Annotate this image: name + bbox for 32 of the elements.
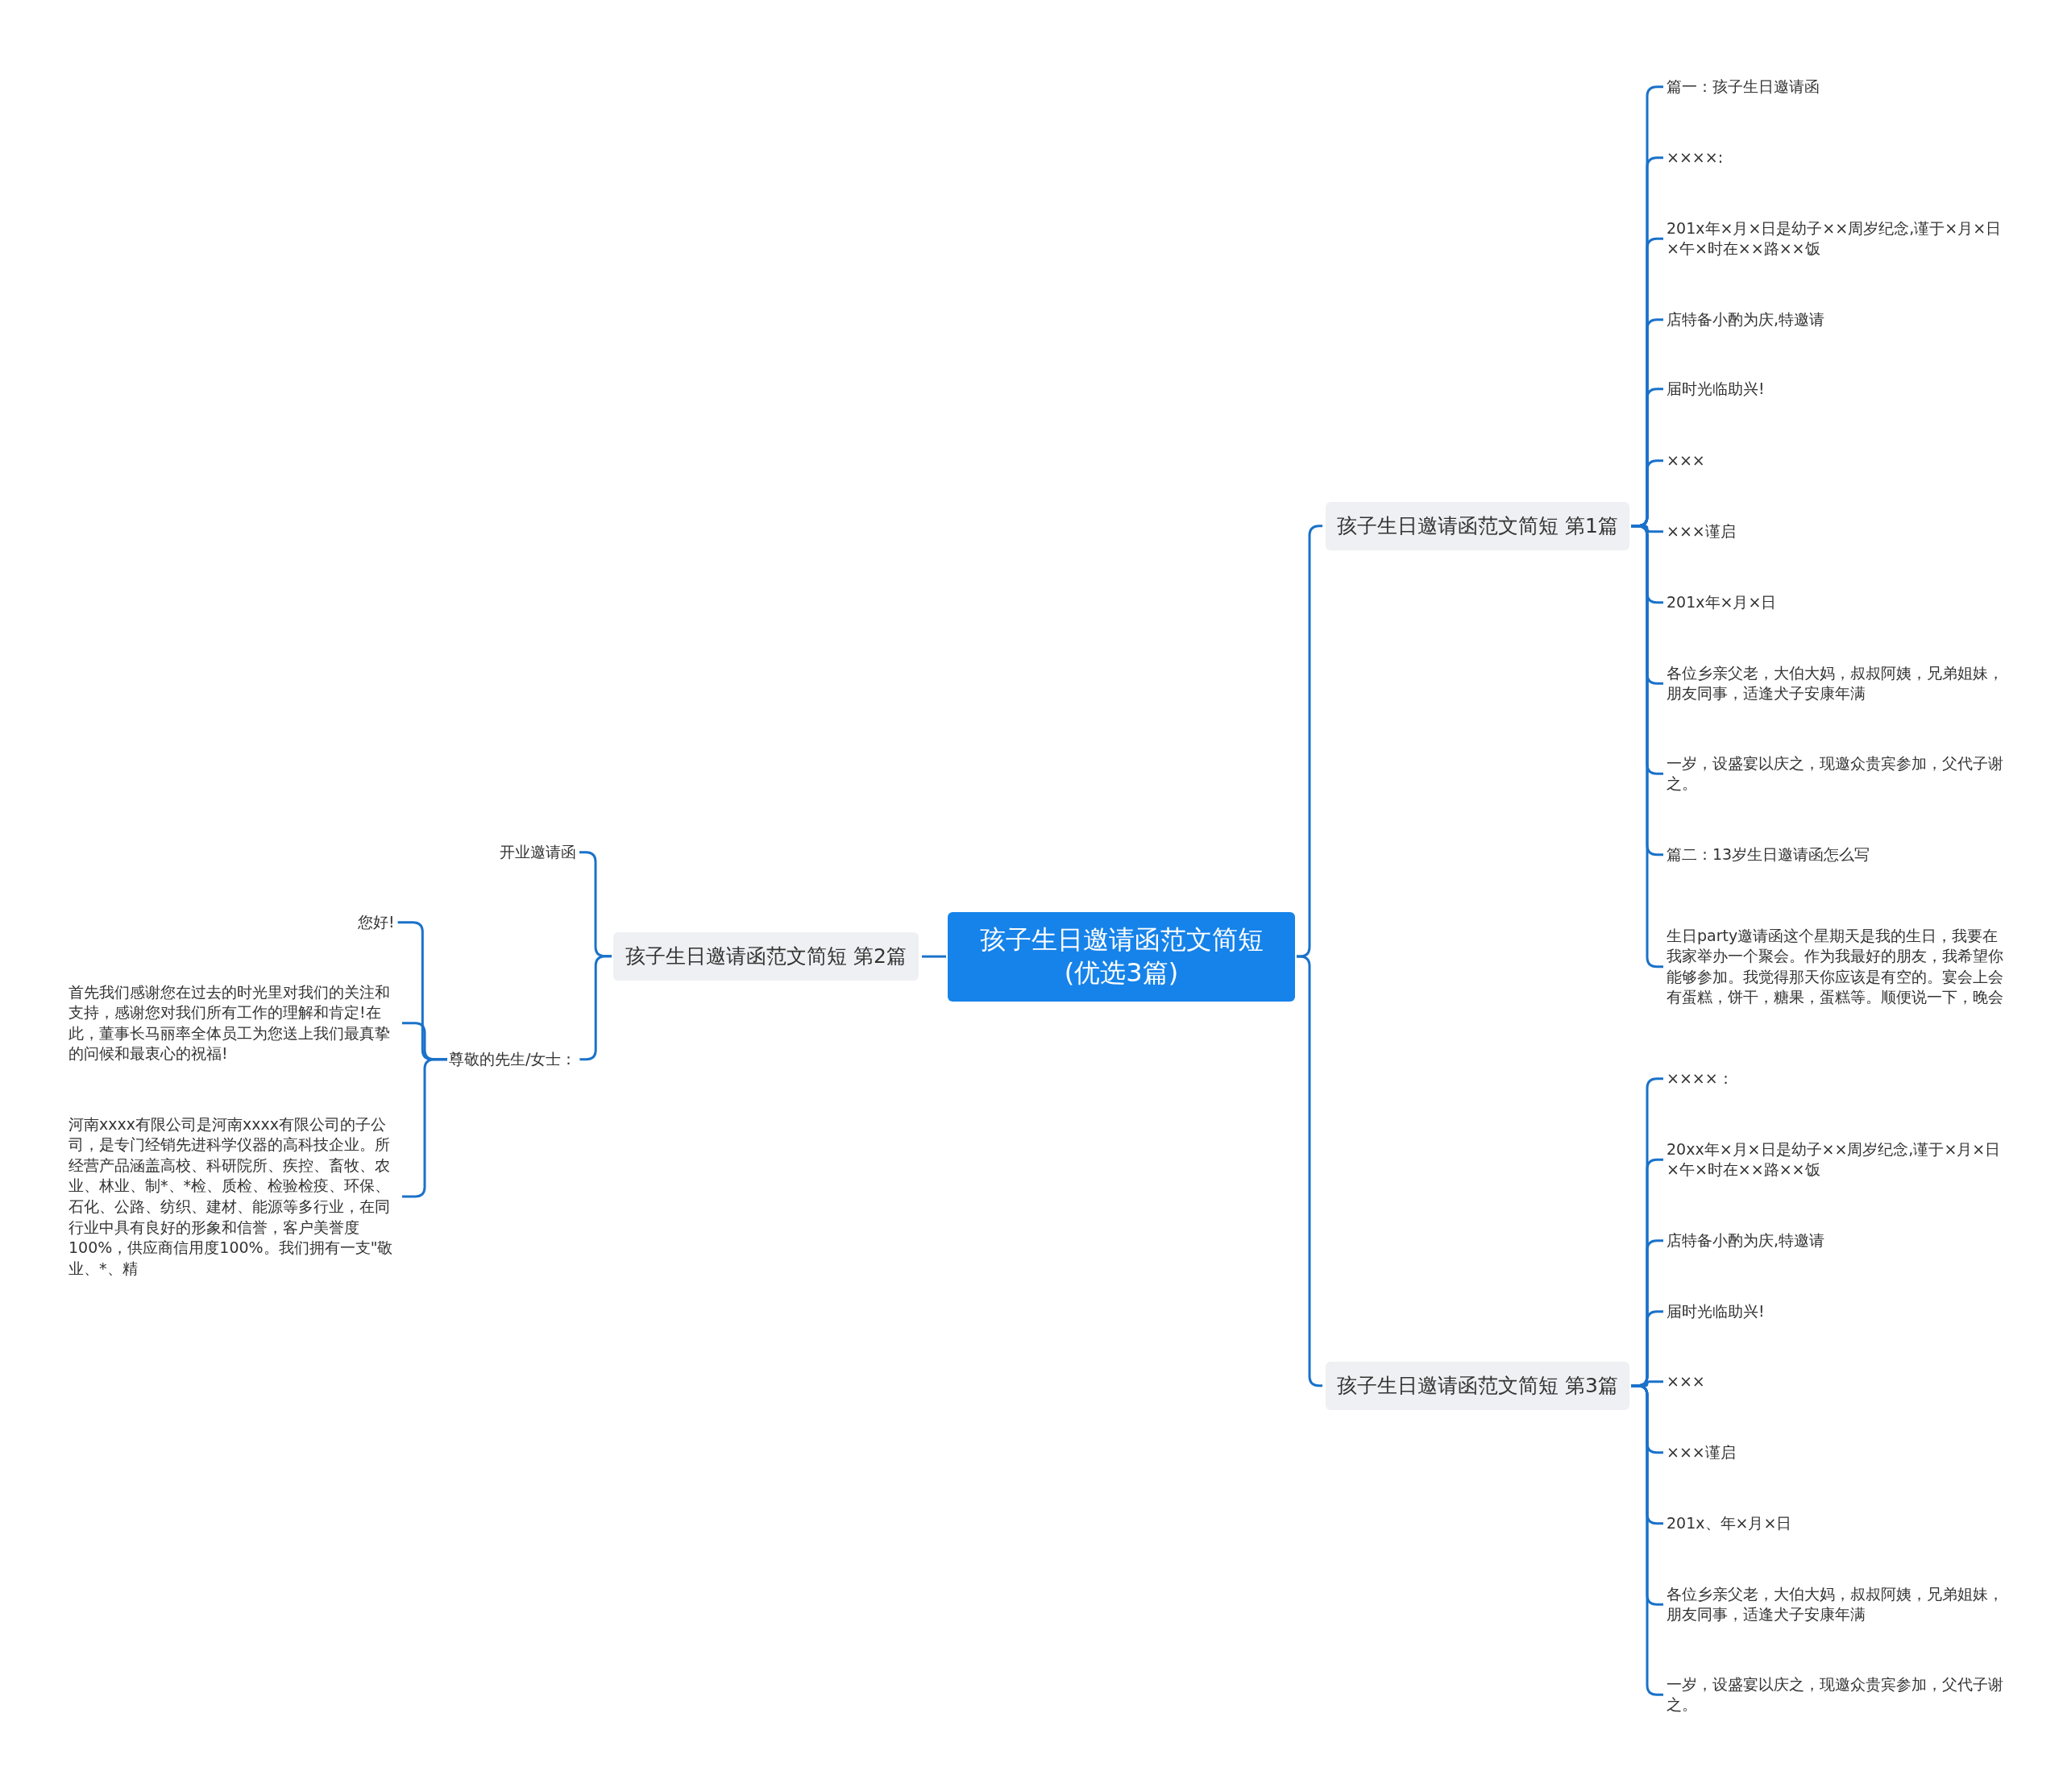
topic-text: 店特备小酌为庆,特邀请 — [1667, 309, 2005, 330]
topic-text: 届时光临助兴! — [1667, 1301, 2005, 1322]
topic-text: 各位乡亲父老，大伯大妈，叔叔阿姨，兄弟姐妹，朋友同事，适逢犬子安康年满 — [1667, 1583, 2005, 1625]
topic-text: ××× — [1667, 1371, 2005, 1392]
topic-text: 届时光临助兴! — [1667, 379, 2005, 400]
topic-text: 一岁，设盛宴以庆之，现邀众贵宾参加，父代子谢之。 — [1667, 753, 2005, 794]
topic-text: 201x、年×月×日 — [1667, 1513, 2005, 1534]
topic-text: 20xx年×月×日是幼子××周岁纪念,谨于×月×日×午×时在××路××饭 — [1667, 1139, 2005, 1180]
branch-topic: 孩子生日邀请函范文简短 第1篇 — [1326, 501, 1629, 550]
branch-topic: 孩子生日邀请函范文简短 第2篇 — [613, 931, 919, 981]
topic-text: 尊敬的先生/女士： — [449, 1049, 577, 1070]
topic-text: 开业邀请函 — [500, 842, 576, 863]
topic-text: 篇二：13岁生日邀请函怎么写 — [1667, 844, 2005, 865]
topic-text: ××××： — [1667, 1068, 2005, 1089]
central-topic: 孩子生日邀请函范文简短(优选3篇) — [948, 911, 1295, 1002]
topic-text: 201x年×月×日 — [1667, 592, 2005, 613]
topic-text: ×××谨启 — [1667, 1442, 2005, 1463]
connector-line — [1631, 1384, 1663, 1696]
topic-text: 您好! — [358, 912, 395, 933]
topic-text: 篇一：孩子生日邀请函 — [1667, 77, 2005, 97]
connector-line — [922, 955, 946, 958]
topic-text: 201x年×月×日是幼子××周岁纪念,谨于×月×日×午×时在××路××饭 — [1667, 218, 2005, 259]
topic-text: 店特备小酌为庆,特邀请 — [1667, 1230, 2005, 1251]
topic-text: 各位乡亲父老，大伯大妈，叔叔阿姨，兄弟姐妹，朋友同事，适逢犬子安康年满 — [1667, 662, 2005, 704]
topic-text: ××××: — [1667, 147, 2005, 168]
topic-text: 一岁，设盛宴以庆之，现邀众贵宾参加，父代子谢之。 — [1667, 1674, 2005, 1715]
topic-text: 河南xxxx有限公司是河南xxxx有限公司的子公司，是专门经销先进科学仪器的高科技企业。所经营产品涵盖高校、科研院所、疾控、畜牧、农业、林业、制*、*检、质检、检验检疫、环保、石化、公路、纺织、建材、能源等多行业，在同行业中具有良好的形象和信誉，客户美誉度100%，供应商信用度100%。我们拥有一支"敬业、*、精 — [68, 1114, 399, 1280]
topic-text: 生日party邀请函这个星期天是我的生日，我要在我家举办一个聚会。作为我最好的朋友，我希望你能够参加。我觉得那天你应该是有空的。宴会上会有蛋糕，饼干，糖果，蛋糕等。顺便说一下，晚会 — [1667, 925, 2005, 1009]
topic-text: ××× — [1667, 450, 2005, 471]
topic-text: 首先我们感谢您在过去的时光里对我们的关注和支持，感谢您对我们所有工作的理解和肯定!在此，董事长马丽率全体员工为您送上我们最真挚的问候和最衷心的祝福! — [68, 981, 399, 1065]
branch-topic: 孩子生日邀请函范文简短 第3篇 — [1326, 1361, 1629, 1410]
topic-text: ×××谨启 — [1667, 521, 2005, 542]
